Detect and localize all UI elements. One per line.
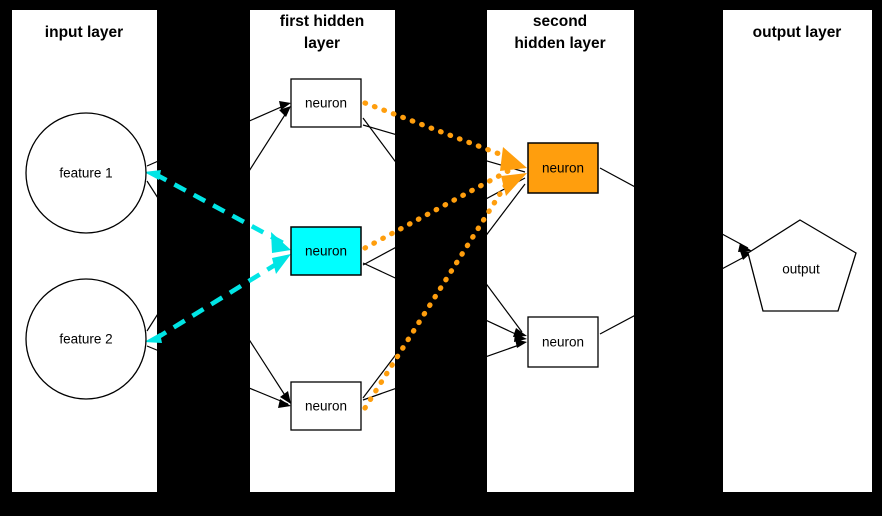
arrowhead-output-a (738, 243, 752, 252)
node-h1-mid[interactable]: neuron (290, 226, 362, 276)
node-h2-top[interactable]: neuron (527, 142, 599, 194)
output-label: output (782, 262, 820, 277)
edge-feature1-h1top (146, 103, 289, 167)
arrowhead-h1top-a (279, 101, 291, 110)
panel-title-first-hidden-layer-line2: layer (304, 35, 340, 52)
cyan-arrowhead-feature1 (144, 170, 161, 180)
edge-h2bottom-output (599, 254, 749, 335)
panel-title-first-hidden-layer-line1: first hidden (280, 13, 364, 30)
cyan-edge-feature2-h1mid (153, 258, 285, 341)
panel-input-layer (12, 10, 157, 492)
feature-2-circle[interactable] (25, 278, 147, 400)
edge-feature2-h1top (146, 109, 289, 332)
edge-h1top-h2bottom (362, 117, 523, 333)
panel-title-input-layer: input layer (45, 24, 123, 41)
h1-bottom-box[interactable] (290, 381, 362, 431)
feature-1-circle[interactable] (25, 112, 147, 234)
h1-mid-box[interactable] (290, 226, 362, 276)
h2-bottom-label: neuron (542, 335, 584, 350)
edges-hidden2-to-output (599, 167, 752, 335)
node-feature-2[interactable]: feature 2 (25, 278, 147, 400)
edge-h2top-output (599, 167, 749, 249)
orange-edge-h1mid-h2top (362, 167, 513, 251)
edge-h1top-h2top (362, 124, 526, 173)
panel-second-hidden-layer (487, 10, 634, 492)
h2-top-label: neuron (542, 161, 584, 176)
h1-top-label: neuron (305, 96, 347, 111)
cyan-arrowhead-h1mid-upper (271, 232, 291, 253)
edge-h1mid-h2bottom (362, 262, 523, 338)
h1-bottom-label: neuron (305, 399, 347, 414)
cyan-arrowhead-feature2 (144, 333, 162, 343)
h1-top-box[interactable] (290, 78, 362, 128)
edges-input-to-hidden1 (146, 101, 291, 408)
cyan-edge-feature1-h1mid (153, 171, 285, 246)
highlight-edges-cyan (144, 170, 291, 343)
arrowhead-h2bottom-c (515, 339, 527, 348)
orange-arrowhead-upper (500, 147, 527, 171)
node-h1-bottom[interactable]: neuron (290, 381, 362, 431)
feature-2-label: feature 2 (59, 332, 112, 347)
arrowhead-h1bottom-b (278, 399, 291, 408)
output-pentagon[interactable] (747, 219, 857, 312)
orange-arrowhead-lower (501, 173, 527, 196)
panel-title-second-hidden-layer-line2: hidden layer (514, 35, 605, 52)
node-h1-top[interactable]: neuron (290, 78, 362, 128)
edge-feature2-h1bottom (146, 345, 289, 405)
node-h2-bottom[interactable]: neuron (527, 316, 599, 368)
edge-h1bottom-h2top (362, 183, 526, 399)
panel-title-output-layer: output layer (753, 24, 842, 41)
edge-feature1-h1bottom (146, 180, 289, 401)
h1-mid-label: neuron (305, 244, 347, 259)
h2-bottom-box[interactable] (527, 316, 599, 368)
node-output[interactable]: output (747, 219, 857, 312)
arrowhead-h1bottom-a (280, 391, 291, 404)
highlight-edges-orange (362, 100, 527, 411)
cyan-arrowhead-h1mid-lower (272, 254, 291, 274)
feature-1-label: feature 1 (59, 166, 112, 181)
node-feature-1[interactable]: feature 1 (25, 112, 147, 234)
edge-h1bottom-h2bottom (362, 343, 523, 401)
orange-edge-h1top-h2top (362, 100, 513, 161)
panel-title-second-hidden-layer-line1: second (533, 13, 587, 30)
h2-top-box[interactable] (527, 142, 599, 194)
arrowhead-h1top-b (279, 106, 291, 117)
